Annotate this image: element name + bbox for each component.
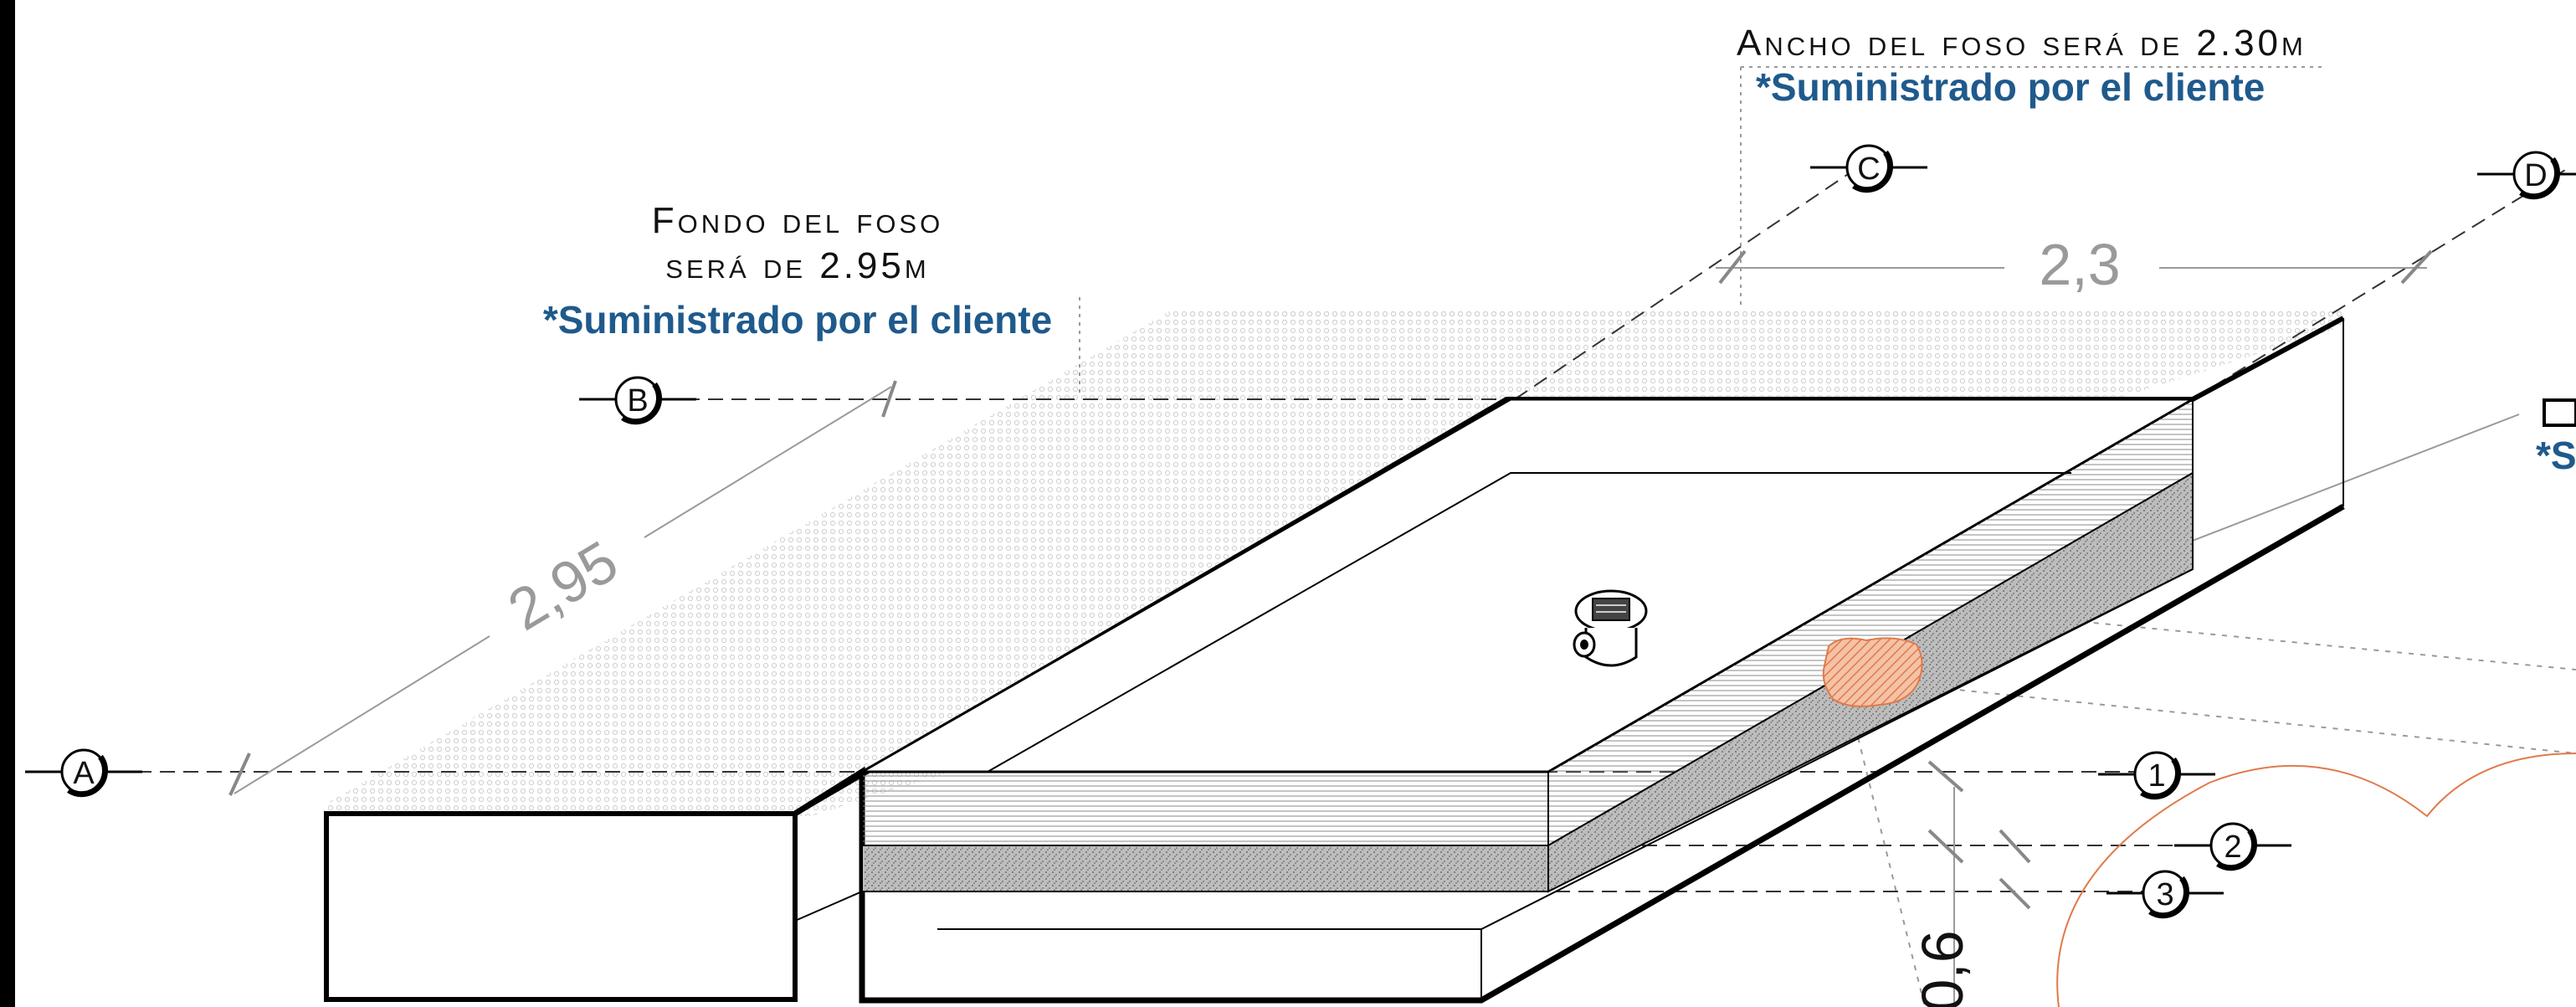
grid-marker-c: C [1810,144,1927,193]
highlight-zone [1822,637,1923,707]
width-supplied-note: *Suministrado por el cliente [1756,65,2265,109]
bottom-title-line1: Fondo del foso [652,200,943,241]
width-title: Ancho del foso será de 2.30m [1737,23,2307,64]
grid-label-c: C [1857,152,1880,187]
grid-label-d: D [2524,158,2547,193]
grid-marker-3: 3 [2106,870,2224,919]
right-cut-note: *S [2536,434,2576,477]
dimension-width: 2,3 [2039,232,2120,297]
grid-label-1: 1 [2148,758,2165,794]
revision-cloud [2056,753,2576,1007]
layer-lines-front [861,771,1549,846]
grid-marker-1: 1 [2098,751,2215,800]
dimension-ticks [228,249,2433,910]
floor-drain-icon [1573,589,1648,667]
pit-structure [324,316,2576,1007]
grid-label-b: B [627,383,648,419]
grid-label-2: 2 [2224,830,2241,865]
notes-right-cut: *S [2536,398,2576,477]
notes-bottom: Fondo del foso será de 2.95m *Suministra… [543,200,1052,342]
ground-surface-upper [1188,308,2343,321]
drawing-border [0,0,15,1007]
grid-marker-a: A [25,748,142,798]
bottom-title-line2: será de 2.95m [665,245,929,286]
grid-label-a: A [73,756,95,791]
grid-marker-d: D [2477,151,2576,200]
dimension-depth-partial: 5 [1981,1005,2046,1007]
left-block [324,811,798,1002]
grid-label-3: 3 [2156,877,2173,912]
grid-marker-2: 2 [2174,822,2291,871]
dimension-length: 2,95 [497,528,629,643]
grid-marker-b: B [579,376,696,425]
notes-width: Ancho del foso será de 2.30m *Suministra… [1737,23,2307,109]
gravel-front [861,845,1549,892]
bottom-supplied-note: *Suministrado por el cliente [543,298,1052,342]
dimension-depth: 0,6 [1910,930,1975,1007]
